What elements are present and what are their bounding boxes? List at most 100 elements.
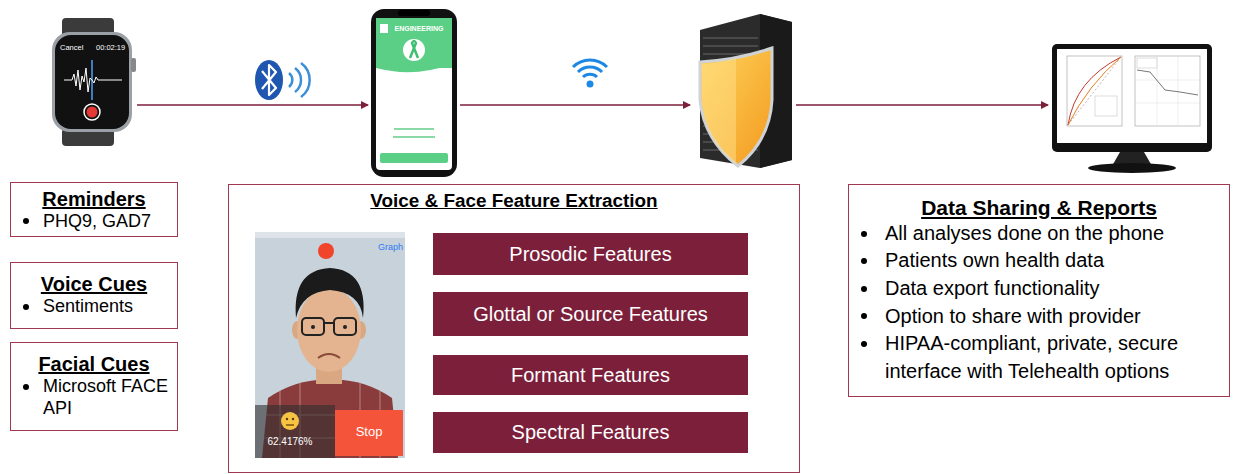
face-app-screenshot: [296, 268, 364, 318]
phone-illustration: [403, 39, 425, 61]
screen-text: Cancel: [60, 44, 83, 52]
bluetooth-icon: [255, 60, 283, 100]
heading-text: Voice Cues: [19, 272, 169, 296]
screen-text: 00:02:19: [96, 44, 125, 52]
bullet-text: HIPAA-compliant, private, secure interfa…: [885, 330, 1221, 385]
bullet-dot: [861, 231, 867, 237]
server-illustration: [702, 58, 736, 164]
phone-illustration: [376, 18, 452, 170]
bullet-dot: [23, 384, 29, 390]
feature-band: Spectral Features: [433, 412, 748, 453]
band-text: Formant Features: [511, 364, 670, 387]
face-app-screenshot: [311, 325, 315, 329]
phone-illustration: [376, 64, 452, 72]
feature-band: Prosodic Features: [433, 233, 748, 275]
face-app-screenshot: [343, 325, 347, 329]
face-app-screenshot: [286, 424, 294, 425]
face-app-screenshot: [255, 405, 335, 458]
heading-text: Facial Cues: [19, 352, 169, 376]
bullet-item: Option to share with provider: [857, 303, 1221, 331]
phone-illustration: [394, 128, 434, 130]
heading-text: Voice & Face Feature Extraction: [229, 190, 799, 213]
feature-panel: Voice & Face Feature ExtractionProsodic …: [228, 184, 800, 473]
bullet-text: All analyses done on the phone: [885, 220, 1221, 248]
face-app-screenshot: [324, 322, 334, 324]
face-app-screenshot: [297, 288, 361, 372]
watch-illustration: [55, 35, 129, 129]
bullet-item: HIPAA-compliant, private, secure interfa…: [857, 330, 1221, 385]
face-app-screenshot: [318, 243, 334, 259]
wifi-icon: [573, 60, 607, 88]
watch-illustration: [52, 32, 132, 132]
info-box: Data Sharing & ReportsAll analyses done …: [848, 184, 1230, 397]
watch-illustration: [64, 68, 122, 92]
face-app-screenshot: [334, 318, 356, 335]
heading-text: Data Sharing & Reports: [857, 195, 1221, 220]
monitor-illustration: [1052, 44, 1212, 152]
monitor-illustration: [1068, 57, 1121, 125]
bullet-text: PHQ9, GAD7: [43, 211, 169, 232]
bullet-dot: [861, 286, 867, 292]
watch-illustration: [84, 104, 100, 120]
screen-text: ENGINEERING: [390, 25, 448, 33]
server-illustration: [700, 14, 792, 168]
monitor-illustration: [1135, 56, 1200, 126]
bullet-text: Data export functionality: [885, 275, 1221, 303]
bullet-dot: [861, 313, 867, 319]
feature-band: Glottal or Source Features: [433, 292, 748, 336]
wifi-icon: [583, 74, 597, 77]
phone-illustration: [380, 24, 388, 33]
monitor-illustration: [1068, 57, 1121, 125]
phone-illustration: [376, 18, 452, 68]
flow-arrow: [796, 104, 1048, 106]
monitor-illustration: [1067, 56, 1122, 126]
bullet-dot: [861, 258, 867, 264]
phone-illustration: [410, 41, 418, 58]
phone-illustration: [371, 9, 457, 177]
bluetooth-icon: [289, 73, 292, 87]
monitor-illustration: [1088, 163, 1176, 173]
bullet-item: Data export functionality: [857, 275, 1221, 303]
wifi-icon: [587, 81, 594, 88]
bullet-text: Sentiments: [43, 296, 169, 318]
bluetooth-icon: [295, 68, 301, 92]
bullet-text: Patients own health data: [885, 247, 1221, 275]
bullet-item: All analyses done on the phone: [857, 220, 1221, 248]
bluetooth-icon: [301, 63, 310, 97]
phone-illustration: [393, 136, 435, 138]
monitor-illustration: [1137, 58, 1157, 68]
server-illustration: [700, 14, 792, 168]
phone-illustration: [398, 10, 430, 16]
monitor-illustration: [1095, 96, 1117, 116]
screen-text: 62.4176%: [262, 436, 318, 447]
screen-text: Stop: [335, 425, 403, 439]
face-app-screenshot: [335, 410, 403, 456]
flow-arrow: [137, 105, 1048, 106]
monitor-illustration: [1052, 44, 1212, 173]
bullet-item: Sentiments: [19, 296, 169, 318]
face-app-screenshot: [281, 412, 299, 430]
face-app-screenshot: [255, 232, 405, 458]
bluetooth-icon: [262, 65, 276, 95]
watch-illustration: [87, 107, 98, 118]
wifi-icon: [578, 67, 602, 72]
flow-arrow: [137, 104, 368, 106]
bullet-item: Microsoft FACE API: [19, 376, 169, 419]
bluetooth-icon: [255, 60, 310, 100]
bullet-item: PHQ9, GAD7: [19, 211, 169, 232]
bullet-dot: [23, 304, 29, 310]
wifi-icon: [573, 60, 607, 67]
monitor-illustration: [1137, 70, 1198, 95]
server-illustration: [700, 48, 772, 166]
monitor-illustration: [1068, 57, 1121, 125]
face-app-screenshot: [292, 418, 294, 420]
face-app-screenshot: [286, 418, 288, 420]
band-text: Spectral Features: [512, 421, 670, 444]
monitor-illustration: [1135, 56, 1200, 126]
flow-arrow: [460, 104, 690, 106]
face-app-screenshot: [302, 318, 324, 335]
feature-band: Formant Features: [433, 355, 748, 395]
monitor-illustration: [1057, 49, 1207, 143]
info-box: Facial CuesMicrosoft FACE API: [10, 342, 178, 431]
band-text: Prosodic Features: [509, 243, 671, 266]
